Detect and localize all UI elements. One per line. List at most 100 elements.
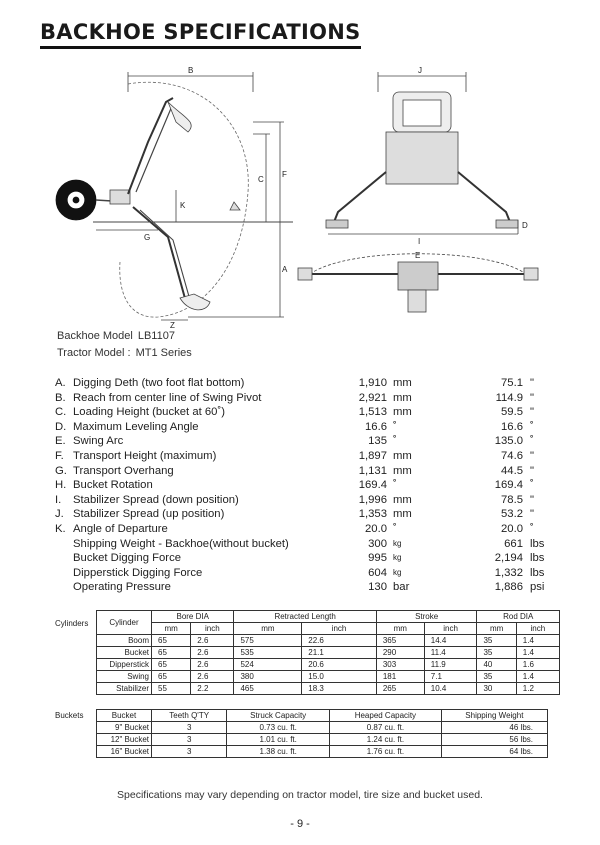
table-cell: 465 bbox=[233, 682, 303, 695]
spec-letter: E. bbox=[55, 435, 66, 448]
table-header: mm bbox=[233, 622, 303, 635]
table-cell: 2.6 bbox=[190, 658, 235, 671]
table-cell: 56 lbs. bbox=[440, 733, 549, 746]
spec-metric-value: 1,996 bbox=[358, 493, 387, 506]
table-cell: 1.4 bbox=[515, 646, 561, 659]
table-header: Bore DIA bbox=[150, 610, 235, 623]
spec-imperial-unit: ˚ bbox=[530, 479, 534, 492]
table-header: Struck Capacity bbox=[226, 709, 331, 722]
spec-imperial-unit: " bbox=[530, 508, 535, 521]
table-header-row: Bucket Teeth Q'TY Struck Capacity Heaped… bbox=[96, 709, 549, 722]
dim-label-a: A bbox=[282, 265, 288, 274]
table-cell: 65 bbox=[150, 646, 192, 659]
table-cell: 35 bbox=[476, 646, 517, 659]
table-header: Rod DIA bbox=[476, 610, 560, 623]
table-cell: Stabilizer bbox=[96, 682, 152, 695]
spec-label: Operating Pressure bbox=[73, 581, 171, 594]
table-header-row: Cylinder Bore DIA Retracted Length Strok… bbox=[96, 610, 560, 635]
spec-imperial-value: 16.6 bbox=[501, 420, 523, 433]
table-row: 9" Bucket 3 0.73 cu. ft. 0.87 cu. ft. 46… bbox=[96, 721, 549, 734]
spec-imperial-unit: " bbox=[530, 493, 535, 506]
spec-row: A.Digging Deth (two foot flat bottom)1,9… bbox=[55, 376, 555, 391]
spec-metric-value: 1,513 bbox=[358, 406, 387, 419]
spec-metric-unit: kg bbox=[393, 538, 402, 548]
spec-letter: A. bbox=[55, 377, 66, 389]
spec-imperial-unit: " bbox=[530, 464, 535, 477]
spec-metric-value: 300 bbox=[368, 537, 387, 550]
table-cell: Boom bbox=[96, 634, 152, 647]
dim-label-e: E bbox=[415, 251, 420, 260]
buckets-label: Buckets bbox=[55, 711, 84, 720]
table-cell: 40 bbox=[476, 658, 517, 671]
spec-imperial-value: 2,194 bbox=[494, 552, 523, 565]
spec-letter: F. bbox=[55, 449, 64, 462]
dim-label-i: I bbox=[418, 237, 420, 246]
spec-metric-value: 995 bbox=[368, 552, 387, 565]
spec-metric-value: 1,131 bbox=[358, 464, 387, 477]
table-header: Heaped Capacity bbox=[329, 709, 442, 722]
spec-imperial-value: 44.5 bbox=[501, 464, 523, 477]
spec-imperial-value: 74.6 bbox=[501, 449, 523, 462]
table-cell: 20.6 bbox=[301, 658, 377, 671]
spec-metric-unit: mm bbox=[393, 508, 412, 521]
table-cell: 1.4 bbox=[515, 670, 561, 683]
spec-imperial-unit: ˚ bbox=[530, 522, 534, 535]
dim-label-b: B bbox=[188, 66, 193, 75]
spec-imperial-value: 75.1 bbox=[501, 377, 523, 389]
spec-metric-unit: mm bbox=[393, 377, 412, 389]
spec-metric-unit: kg bbox=[393, 567, 402, 577]
table-header: Cylinder bbox=[96, 610, 152, 635]
spec-metric-value: 2,921 bbox=[358, 391, 387, 404]
table-cell: 30 bbox=[476, 682, 517, 695]
table-cell: 14.4 bbox=[423, 634, 478, 647]
spec-imperial-value: 20.0 bbox=[501, 522, 523, 535]
table-cell: 65 bbox=[150, 670, 192, 683]
spec-metric-unit: kg bbox=[393, 553, 402, 563]
table-cell: 55 bbox=[150, 682, 192, 695]
spec-metric-unit: mm bbox=[393, 406, 412, 419]
spec-metric-value: 1,353 bbox=[358, 508, 387, 521]
footnote: Specifications may vary depending on tra… bbox=[117, 789, 483, 801]
table-cell: 12" Bucket bbox=[96, 733, 152, 746]
spec-label: Stabilizer Spread (up position) bbox=[73, 508, 225, 521]
table-cell: 1.4 bbox=[515, 634, 561, 647]
table-cell: 22.6 bbox=[301, 634, 377, 647]
table-header: mm bbox=[476, 622, 517, 635]
spec-label: Maximum Leveling Angle bbox=[73, 420, 199, 433]
buckets-table: Bucket Teeth Q'TY Struck Capacity Heaped… bbox=[96, 709, 549, 758]
dim-label-c: C bbox=[258, 175, 264, 184]
table-cell: 0.73 cu. ft. bbox=[226, 721, 331, 734]
table-cell: 2.6 bbox=[190, 670, 235, 683]
table-cell: 0.87 cu. ft. bbox=[329, 721, 442, 734]
table-cell: 1.6 bbox=[515, 658, 561, 671]
table-header-row: mm inch mm inch mm inch mm inch bbox=[97, 622, 561, 635]
dim-label-j: J bbox=[418, 66, 422, 75]
spec-row: I.Stabilizer Spread (down position)1,996… bbox=[55, 493, 555, 508]
table-cell: 290 bbox=[375, 646, 425, 659]
spec-imperial-value: 661 bbox=[504, 537, 523, 550]
spec-list: A.Digging Deth (two foot flat bottom)1,9… bbox=[55, 376, 555, 595]
table-cell: 15.0 bbox=[301, 670, 377, 683]
table-header: inch bbox=[190, 622, 235, 635]
spec-letter: B. bbox=[55, 391, 66, 404]
dim-label-g: G bbox=[144, 233, 150, 242]
spec-imperial-unit: lbs bbox=[530, 552, 545, 565]
cylinders-label: Cylinders bbox=[55, 619, 89, 628]
spec-label: Dipperstick Digging Force bbox=[73, 566, 203, 579]
table-cell: 21.1 bbox=[301, 646, 377, 659]
tractor-model-value: MT1 Series bbox=[135, 347, 192, 359]
spec-imperial-value: 114.9 bbox=[495, 391, 523, 404]
table-cell: 303 bbox=[375, 658, 425, 671]
spec-metric-unit: mm bbox=[393, 464, 412, 477]
spec-imperial-value: 59.5 bbox=[501, 406, 523, 419]
spec-metric-unit: ˚ bbox=[393, 479, 397, 492]
